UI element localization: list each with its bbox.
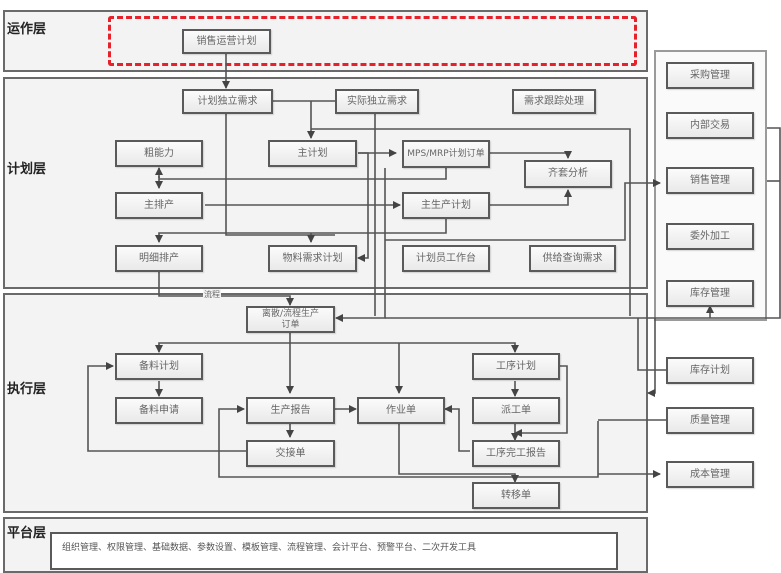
edge bbox=[87, 362, 246, 452]
edge bbox=[490, 151, 572, 159]
layer-platform-title: 平台层 bbox=[7, 526, 47, 541]
node-production-order[interactable]: 离散/流程生产订单 bbox=[246, 306, 335, 333]
layer-execution-title: 执行层 bbox=[7, 382, 47, 397]
layer-planning-title: 计划层 bbox=[7, 162, 47, 177]
module-sales-management[interactable]: 销售管理 bbox=[666, 167, 754, 194]
module-cost-management[interactable]: 成本管理 bbox=[666, 461, 754, 488]
edge bbox=[444, 405, 470, 452]
node-handover-order[interactable]: 交接单 bbox=[246, 440, 335, 467]
edge bbox=[637, 318, 668, 371]
layer-operation-title: 运作层 bbox=[7, 22, 47, 37]
module-quality-management[interactable]: 质量管理 bbox=[666, 407, 754, 434]
edge bbox=[335, 168, 386, 322]
platform-services: 组织管理、权限管理、基础数据、参数设置、模板管理、流程管理、会计平台、预警平台、… bbox=[50, 532, 618, 570]
node-mps-mrp-order[interactable]: MPS/MRP计划订单 bbox=[402, 140, 490, 168]
module-outsourcing[interactable]: 委外加工 bbox=[666, 223, 754, 250]
node-sales-ops-plan[interactable]: 销售运营计划 bbox=[182, 29, 271, 54]
edge bbox=[218, 405, 599, 478]
node-operation-plan[interactable]: 工序计划 bbox=[472, 353, 560, 380]
edge bbox=[357, 152, 369, 262]
edge bbox=[225, 114, 335, 236]
highlight-region bbox=[108, 16, 637, 66]
edge bbox=[311, 128, 631, 316]
node-dispatch-order[interactable]: 派工单 bbox=[472, 397, 560, 424]
edge bbox=[647, 318, 656, 397]
module-internal-trade[interactable]: 内部交易 bbox=[666, 112, 754, 139]
node-master-production-plan[interactable]: 主生产计划 bbox=[402, 192, 490, 219]
node-planner-workbench[interactable]: 计划员工作台 bbox=[402, 245, 490, 272]
node-job-ticket[interactable]: 作业单 bbox=[357, 397, 445, 424]
node-rough-capacity[interactable]: 粗能力 bbox=[115, 140, 203, 167]
module-procurement[interactable]: 采购管理 bbox=[666, 62, 754, 89]
module-inventory-management[interactable]: 库存管理 bbox=[666, 280, 754, 307]
node-production-report[interactable]: 生产报告 bbox=[246, 397, 335, 424]
node-master-scheduling[interactable]: 主排产 bbox=[115, 192, 203, 219]
edge bbox=[159, 168, 447, 180]
edge bbox=[490, 189, 572, 206]
edge bbox=[158, 270, 294, 306]
edge bbox=[155, 342, 290, 353]
edge bbox=[385, 179, 661, 241]
edge-label-process: 流程 bbox=[203, 289, 221, 300]
node-master-plan[interactable]: 主计划 bbox=[268, 140, 357, 167]
node-material-prep-plan[interactable]: 备料计划 bbox=[115, 353, 203, 380]
module-inventory-plan[interactable]: 库存计划 bbox=[666, 357, 754, 384]
edge bbox=[398, 424, 519, 483]
node-kitting-analysis[interactable]: 齐套分析 bbox=[524, 160, 612, 188]
node-operation-completion-report[interactable]: 工序完工报告 bbox=[472, 440, 560, 467]
node-demand-tracking[interactable]: 需求跟踪处理 bbox=[512, 89, 596, 114]
edge bbox=[385, 127, 781, 319]
edge bbox=[514, 365, 568, 437]
node-detailed-scheduling[interactable]: 明细排产 bbox=[115, 245, 203, 272]
edge bbox=[290, 342, 519, 353]
node-material-prep-request[interactable]: 备料申请 bbox=[115, 397, 203, 424]
edge bbox=[155, 219, 447, 243]
node-material-requirement-plan[interactable]: 物料需求计划 bbox=[268, 245, 357, 272]
node-production-order-label: 离散/流程生产订单 bbox=[261, 308, 320, 330]
node-transfer-order[interactable]: 转移单 bbox=[472, 482, 560, 509]
platform-services-text: 组织管理、权限管理、基础数据、参数设置、模板管理、流程管理、会计平台、预警平台、… bbox=[62, 543, 477, 553]
node-planned-independent-demand[interactable]: 计划独立需求 bbox=[182, 89, 273, 114]
node-actual-independent-demand[interactable]: 实际独立需求 bbox=[335, 89, 419, 114]
node-supply-demand-query[interactable]: 供给查询需求 bbox=[529, 245, 616, 272]
